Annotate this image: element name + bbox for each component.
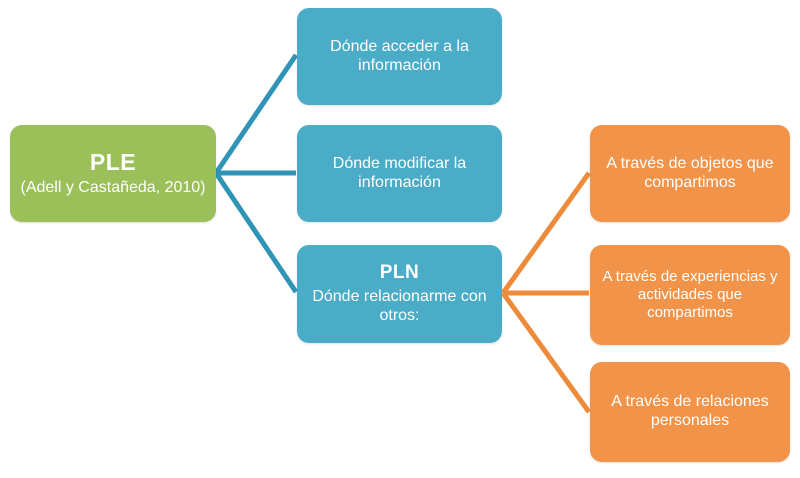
node-pln-label: Dónde relacionarme con otros:: [312, 288, 487, 325]
node-relaciones-personales[interactable]: A través de relaciones personales: [590, 362, 790, 462]
node-pln[interactable]: PLN Dónde relacionarme con otros:: [297, 245, 502, 343]
node-relaciones-personales-label: A través de relaciones personales: [611, 393, 769, 429]
node-donde-acceder-label: Dónde acceder a la información: [330, 37, 469, 74]
node-pln-title: PLN: [379, 261, 420, 283]
node-objetos-compartidos-label: A través de objetos que compartimos: [606, 154, 774, 191]
node-experiencias-actividades[interactable]: A través de experiencias y actividades q…: [590, 245, 790, 345]
connector-ple-to-pln: [213, 171, 299, 294]
node-experiencias-actividades-label: A través de experiencias y actividades q…: [602, 268, 778, 321]
node-ple-title: PLE: [89, 149, 137, 175]
connector-pln-to-objetos: [500, 171, 592, 295]
node-donde-modificar-label: Dónde modificar la información: [332, 154, 467, 191]
node-ple[interactable]: PLE (Adell y Castañeda, 2010): [10, 125, 216, 222]
node-objetos-compartidos[interactable]: A través de objetos que compartimos: [590, 125, 790, 222]
connector-pln-to-relaciones: [500, 291, 592, 414]
node-donde-acceder[interactable]: Dónde acceder a la información: [297, 8, 502, 105]
node-ple-subtitle: (Adell y Castañeda, 2010): [20, 179, 206, 197]
connector-ple-to-acceder: [213, 53, 299, 175]
node-donde-modificar[interactable]: Dónde modificar la información: [297, 125, 502, 222]
